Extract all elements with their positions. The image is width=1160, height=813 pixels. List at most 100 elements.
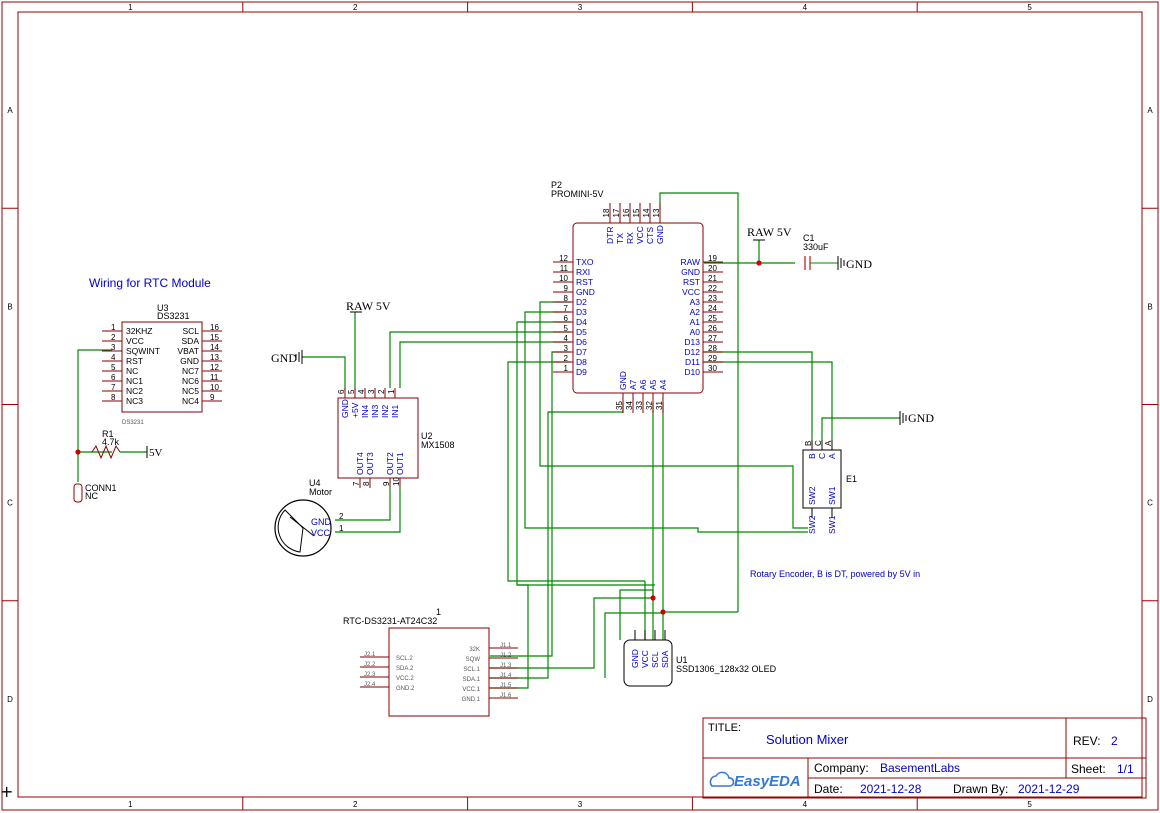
rtc-pin-ref: J2.4 (364, 682, 376, 688)
rtc-pin-name: SQW (466, 657, 481, 663)
p2-pin-num: 5 (564, 324, 569, 333)
u2-pin-name: OUT2 (385, 452, 395, 475)
u3-pin-name: VBAT (177, 346, 199, 356)
p2-pin-name: D9 (576, 367, 587, 377)
u3-footprint: DS3231 (122, 420, 144, 426)
rtc-pin-name: SCL.1 (463, 667, 480, 673)
company-label: Company: (814, 761, 869, 775)
e1-pin-name: C (817, 453, 827, 459)
p2-pin-name: RST (683, 277, 700, 287)
u3-pin-name: NC1 (126, 376, 143, 386)
grid-col-label: 4 (803, 3, 808, 12)
grid-col-label: 1 (128, 3, 133, 12)
u2-pin-name: OUT4 (355, 452, 365, 475)
u2-gnd: GND (271, 351, 297, 365)
p2-pin-name: TX (615, 233, 625, 244)
p2-pin-num: 35 (615, 401, 624, 410)
p2-ref: P2 (551, 180, 562, 190)
p2-pin-num: 12 (559, 254, 568, 263)
p2-pin-name: D5 (576, 327, 587, 337)
grid-row-label: A (1147, 106, 1153, 115)
u2-pin-num: 3 (367, 389, 376, 394)
u2-pin-num: 10 (392, 477, 401, 486)
p2-pin-name: GND (681, 267, 700, 277)
p2-pin-name: D10 (684, 367, 700, 377)
u3-pin-num: 2 (111, 333, 116, 342)
grid-row-label: A (7, 106, 13, 115)
e1-pin-name: SW1 (827, 515, 837, 534)
p2-pin-name: D8 (576, 357, 587, 367)
u3-pin-num: 14 (210, 343, 219, 352)
u3-pin-num: 9 (210, 393, 215, 402)
p2-pin-num: 2 (564, 354, 569, 363)
rtc-pin-ref: J1.3 (500, 663, 512, 669)
rtc-module: 1 RTC-DS3231-AT24C32 J2.1SCL.2J2.2SDA.2J… (343, 607, 518, 717)
p2-pin-num: 31 (655, 401, 664, 410)
encoder-note: Rotary Encoder, B is DT, powered by 5V i… (750, 569, 920, 579)
u3-name: DS3231 (157, 311, 190, 321)
grid-col-label: 5 (1027, 3, 1032, 12)
e1-pin-name: SW1 (827, 486, 837, 505)
p2-pin-name: A0 (690, 327, 701, 337)
p2-pin-num: 32 (645, 401, 654, 410)
u3-pin-num: 16 (210, 323, 219, 332)
p2-pin-num: 25 (708, 314, 717, 323)
drawn-value: 2021-12-29 (1018, 782, 1080, 796)
u2-name: MX1508 (421, 440, 455, 450)
p2-pin-name: D3 (576, 307, 587, 317)
p2-pin-name: RAW (680, 257, 700, 267)
u3-pin-name: SQWINT (126, 346, 160, 356)
p2-pin-num: 3 (564, 344, 569, 353)
e1-pin-num: C (814, 440, 823, 446)
grid-row-label: D (7, 695, 13, 704)
p2-pin-num: 9 (564, 284, 569, 293)
e1-pin-name: SW2 (807, 515, 817, 534)
u4-pin1-num: 1 (339, 524, 344, 533)
u3-pin-name: NC (126, 366, 138, 376)
sheet-label: Sheet: (1071, 762, 1106, 776)
u2-pin-name: OUT3 (365, 452, 375, 475)
title-value: Solution Mixer (766, 732, 849, 747)
u3-pin-name: NC7 (182, 366, 199, 376)
u2-pin-name: IN1 (390, 405, 400, 419)
r1-value: 4.7k (102, 437, 120, 447)
sheet-value: 1/1 (1117, 762, 1134, 776)
u2-pin-num: 9 (382, 481, 391, 486)
easyeda-logo-text: EasyEDA (734, 773, 801, 790)
date-value: 2021-12-28 (860, 782, 922, 796)
u3-pin-name: GND (180, 356, 199, 366)
u2-pin-num: 2 (377, 389, 386, 394)
p2-pin-name: A4 (658, 379, 668, 390)
p2-pin-name: GND (618, 371, 628, 390)
rtc-pin-name: GND.2 (396, 686, 415, 692)
p2-pin-name: D13 (684, 337, 700, 347)
grid-col-label: 5 (1027, 800, 1032, 809)
conn1-value: NC (85, 491, 98, 501)
u3-pin-num: 4 (111, 353, 116, 362)
p2-pin-name: A2 (690, 307, 701, 317)
u3-pin-num: 15 (210, 333, 219, 342)
p2-pin-name: A1 (690, 317, 701, 327)
p2-pin-name: GND (576, 287, 595, 297)
u3-pin-name: NC3 (126, 396, 143, 406)
crosshair-cursor-icon: + (0, 782, 14, 801)
p2-pin-num: 27 (708, 334, 717, 343)
p2-pin-num: 21 (708, 274, 717, 283)
p2-pin-num: 1 (564, 364, 569, 373)
u3-pin-name: 32KHZ (126, 326, 152, 336)
u3-pin-num: 6 (111, 373, 116, 382)
p2-pin-name: VCC (635, 226, 645, 244)
p2-pin-num: 18 (602, 208, 611, 217)
drawn-label: Drawn By: (953, 782, 1008, 796)
p2-pin-num: 29 (708, 354, 717, 363)
u4-pin2-num: 2 (339, 512, 344, 521)
title-block (702, 717, 1147, 799)
c1-gnd: GND (846, 257, 872, 271)
u2-pin-num: 8 (362, 481, 371, 486)
e1-pin-name: B (807, 453, 817, 459)
p2-name: PROMINI-5V (551, 189, 604, 199)
p2-pin-num: 7 (564, 304, 569, 313)
title-label: TITLE: (708, 722, 741, 734)
